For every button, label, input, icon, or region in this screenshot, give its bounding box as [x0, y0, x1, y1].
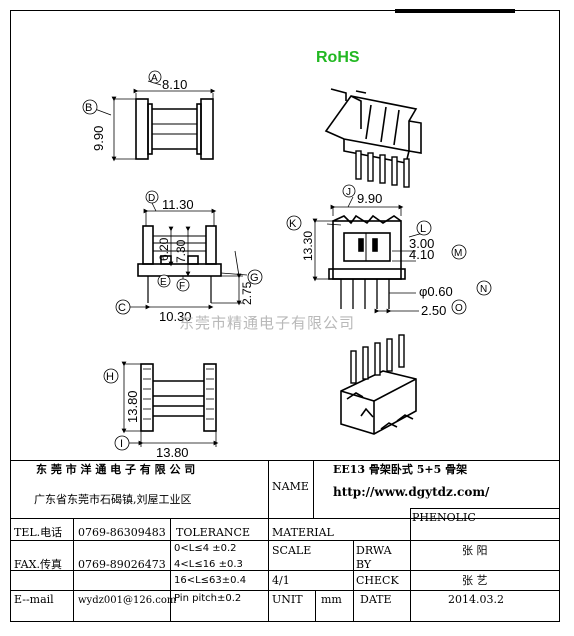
- company-address: 广东省东莞市石碣镇,刘屋工业区: [34, 493, 192, 506]
- dim-value-d: 11.30: [162, 197, 194, 212]
- tel-label: TEL.电话: [14, 526, 63, 539]
- dim-value-m: 4.10: [409, 247, 434, 262]
- dim-value-h: 13.80: [125, 390, 140, 423]
- dim-label-o: O: [455, 303, 463, 314]
- name-label: NAME: [272, 480, 309, 493]
- email-label: E--mail: [14, 593, 54, 606]
- isometric-view-top: [324, 88, 422, 164]
- dim-value-d2: 6.20: [157, 237, 171, 261]
- material-value: PHENOLIC: [412, 511, 476, 524]
- date-label: DATE: [360, 593, 392, 606]
- tolerance-range-2: 4<L≤16 ±0.3: [174, 559, 243, 570]
- unit-value: mm: [321, 593, 342, 606]
- dim-label-c: C: [118, 302, 126, 314]
- title-block: 东 莞 市 洋 通 电 子 有 限 公 司 广东省东莞市石碣镇,刘屋工业区 NA…: [10, 460, 560, 622]
- dim-value-l: 3.00: [409, 236, 434, 251]
- dim-value-g: 2.75: [240, 281, 254, 305]
- dim-label-j: J: [346, 187, 351, 198]
- dim-value-k: 13.30: [301, 231, 315, 261]
- dim-label-m: M: [454, 248, 462, 259]
- date-value: 2014.03.2: [448, 593, 504, 606]
- end-view: [328, 214, 406, 280]
- tolerance-pin-pitch: Pin pitch±0.2: [174, 593, 242, 604]
- dim-label-b: B: [85, 102, 92, 114]
- technical-drawings: RoHS A 8.10 B 9.90: [82, 47, 492, 460]
- dim-value-d3: 7.30: [174, 239, 188, 263]
- dim-label-l: L: [420, 223, 426, 235]
- check-label: CHECK: [356, 574, 399, 587]
- fax-label: FAX.传真: [14, 558, 62, 571]
- tolerance-range-3: 16<L≤63±0.4: [174, 575, 247, 586]
- tolerance-range-1: 0<L≤4 ±0.2: [174, 543, 237, 554]
- dim-label-i: I: [120, 438, 123, 450]
- material-label: MATERIAL: [272, 526, 334, 539]
- part-name: EE13 骨架卧式 5+5 骨架: [333, 463, 468, 476]
- check-value: 张 艺: [462, 574, 488, 587]
- dim-label-k: K: [289, 218, 297, 230]
- dim-label-f: F: [179, 281, 185, 292]
- dim-value-c: 10.30: [159, 309, 192, 324]
- side-view: [135, 98, 214, 160]
- isometric-view-bottom: [340, 370, 417, 435]
- dim-value-i: 13.80: [156, 445, 189, 460]
- company-name: 东 莞 市 洋 通 电 子 有 限 公 司: [36, 463, 196, 476]
- drawn-by-label-2: BY: [356, 558, 372, 571]
- dim-label-a: A: [151, 73, 158, 84]
- website: http://www.dgytdz.com/: [333, 485, 490, 499]
- tolerance-label: TOLERANCE: [176, 526, 250, 539]
- scale-label: SCALE: [272, 544, 312, 557]
- dim-value-o: 2.50: [421, 303, 446, 318]
- drawn-by-value: 张 阳: [462, 544, 488, 557]
- fax-value: 0769-89026473: [78, 558, 166, 571]
- drawing-frame: [10, 10, 560, 622]
- top-view: [140, 363, 217, 432]
- unit-label: UNIT: [272, 593, 303, 606]
- scale-value: 4/1: [272, 574, 290, 587]
- top-header-bar: [395, 9, 515, 13]
- rohs-mark: RoHS: [316, 49, 360, 66]
- dim-label-g: G: [250, 272, 259, 284]
- dim-label-e: E: [160, 277, 167, 288]
- watermark: 东莞市精通电子有限公司: [179, 315, 355, 332]
- dim-value-j: 9.90: [357, 191, 382, 206]
- dim-value-b: 9.90: [91, 126, 106, 151]
- dim-label-h: H: [106, 371, 114, 383]
- dim-value-n: φ0.60: [419, 284, 453, 299]
- dim-value-a: 8.10: [162, 77, 187, 92]
- dim-label-n: N: [480, 284, 487, 295]
- dim-label-d: D: [148, 193, 155, 204]
- drawn-by-label-1: DRWA: [356, 544, 392, 557]
- email-value: wydz001@126.com: [78, 595, 177, 606]
- tel-value: 0769-86309483: [78, 526, 166, 539]
